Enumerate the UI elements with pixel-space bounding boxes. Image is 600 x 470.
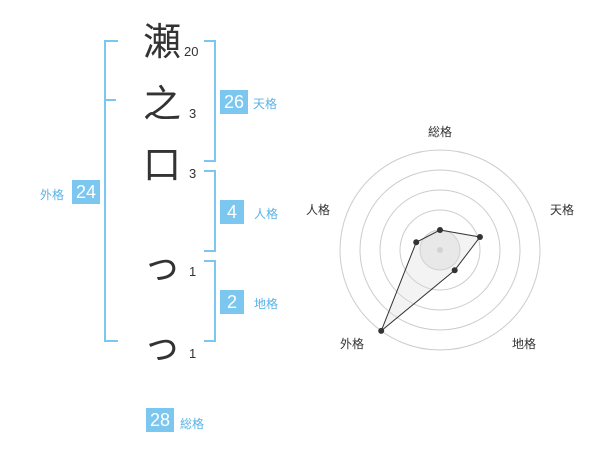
name-char-5: っ xyxy=(143,324,182,368)
gaikaku-bracket xyxy=(104,40,118,342)
stroke-count-2: 3 xyxy=(189,106,197,121)
radar-point-3 xyxy=(451,267,458,274)
jinkaku-label: 人格 xyxy=(254,207,279,221)
stroke-count-5: 1 xyxy=(189,346,197,361)
radar-point-5 xyxy=(413,239,420,246)
radar-center-dot xyxy=(437,247,443,253)
radar-axis-label-chikaku: 地格 xyxy=(512,337,537,351)
stroke-count-4: 1 xyxy=(189,264,197,279)
gaikaku-label: 外格 xyxy=(40,188,65,202)
radar-axis-label-gaikaku: 外格 xyxy=(340,337,365,351)
gaikaku-value: 24 xyxy=(72,180,100,204)
radar-polygon xyxy=(380,229,481,332)
name-char-1: 瀬 xyxy=(143,20,182,64)
radar-ring-2 xyxy=(399,209,481,291)
tenkaku-bracket xyxy=(204,40,216,162)
stroke-count-3: 3 xyxy=(189,166,197,181)
radar-ring-3 xyxy=(379,189,501,311)
soukaku-label: 総格 xyxy=(180,417,205,431)
soukaku-value: 28 xyxy=(146,408,174,432)
name-char-4: っ xyxy=(143,244,182,288)
jinkaku-value: 4 xyxy=(220,200,244,224)
tenkaku-value: 26 xyxy=(220,90,248,114)
chikaku-value: 2 xyxy=(220,290,244,314)
radar-ring-4 xyxy=(359,169,521,331)
chikaku-bracket xyxy=(204,260,216,342)
radar-point-2 xyxy=(476,234,483,241)
name-char-2: 之 xyxy=(143,82,182,126)
radar-axis-label-jinkaku: 人格 xyxy=(306,203,331,217)
jinkaku-bracket xyxy=(204,170,216,252)
stroke-count-1: 20 xyxy=(184,44,199,59)
radar-axis-label-soukaku: 総格 xyxy=(428,125,453,139)
name-char-3: 口 xyxy=(143,143,182,187)
radar-point-4 xyxy=(378,327,385,334)
gaikaku-inner-tick xyxy=(104,99,116,101)
chikaku-label: 地格 xyxy=(254,297,279,311)
tenkaku-label: 天格 xyxy=(253,97,278,111)
radar-ring-5 xyxy=(339,149,541,351)
radar-point-1 xyxy=(437,227,443,233)
radar-axis-label-tenkaku: 天格 xyxy=(550,203,575,217)
